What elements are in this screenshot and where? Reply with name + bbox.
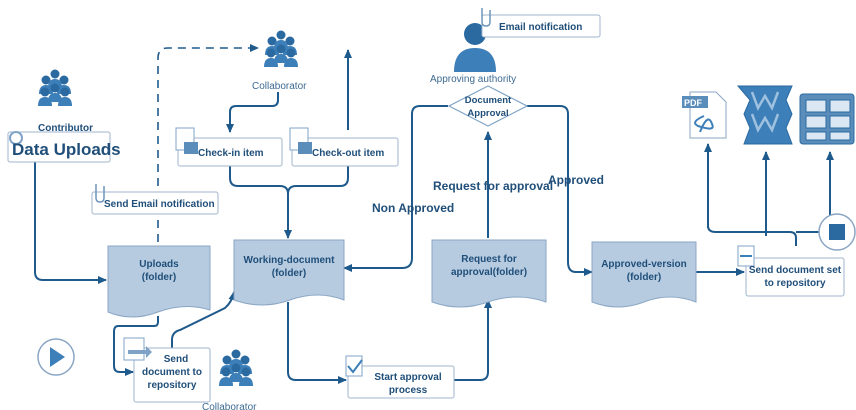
send-set-line2: to repository bbox=[764, 278, 826, 289]
email-notification-label: Email notification bbox=[499, 22, 582, 33]
approving-authority-label: Approving authority bbox=[430, 74, 516, 85]
arrow-start-to-request bbox=[454, 299, 492, 381]
stop-button[interactable] bbox=[818, 213, 856, 251]
send-repo-line3: repository bbox=[148, 380, 197, 391]
contributor-label: Contributor bbox=[38, 123, 93, 134]
edge-label-approved: Approved bbox=[548, 173, 604, 187]
refresh-icon bbox=[9, 131, 23, 145]
email-notification-box[interactable]: Email notification bbox=[481, 8, 601, 38]
arrow-checkin-to-working bbox=[229, 166, 289, 195]
uploads-label-line1: Uploads bbox=[139, 259, 179, 270]
send-email-label: Send Email notification bbox=[104, 199, 215, 210]
arrow-sendset-to-outputs bbox=[707, 225, 797, 246]
arrow-contributor-to-uploads bbox=[34, 162, 107, 284]
send-document-to-repository-box[interactable]: Send document to repository bbox=[123, 337, 211, 403]
word-icon bbox=[736, 85, 793, 145]
check-in-box[interactable]: Check-in item bbox=[175, 127, 283, 167]
arrow-collaborator-to-checkin bbox=[226, 92, 279, 133]
start-approval-process-box[interactable]: Start approval process bbox=[345, 355, 455, 399]
check-in-label: Check-in item bbox=[198, 148, 264, 159]
edge-label-non-approved: Non Approved bbox=[372, 201, 454, 215]
arrow-uploads-to-send bbox=[113, 316, 159, 376]
uploads-label-line2: (folder) bbox=[142, 272, 176, 283]
request-for-approval-folder[interactable]: Request for approval(folder) bbox=[431, 239, 547, 308]
contributor-people-icon bbox=[38, 70, 72, 107]
check-out-label: Check-out item bbox=[312, 148, 384, 159]
request-folder-line1: Request for bbox=[461, 254, 517, 265]
check-out-box[interactable]: Check-out item bbox=[289, 127, 399, 167]
stop-icon bbox=[829, 224, 845, 240]
send-repo-line2: document to bbox=[142, 367, 202, 378]
pdf-label: PDF bbox=[684, 98, 703, 108]
working-document-folder[interactable]: Working-document (folder) bbox=[233, 239, 345, 306]
play-button[interactable] bbox=[37, 338, 75, 376]
cabinet-icon bbox=[799, 93, 855, 145]
arrow-working-to-start bbox=[287, 302, 347, 384]
working-label-line2: (folder) bbox=[272, 268, 306, 279]
send-set-line1: Send document set bbox=[749, 265, 842, 276]
arrow-checkout-to-working bbox=[284, 166, 349, 239]
approved-version-folder[interactable]: Approved-version (folder) bbox=[591, 241, 697, 308]
request-folder-line2: approval(folder) bbox=[451, 267, 527, 278]
document-approval-decision[interactable]: Document Approval bbox=[447, 85, 529, 127]
arrow-send-to-working bbox=[171, 291, 237, 350]
uploads-folder[interactable]: Uploads (folder) bbox=[107, 245, 211, 318]
arrow-approved bbox=[527, 105, 593, 276]
attachment-icon bbox=[481, 8, 491, 27]
approving-authority-person-icon bbox=[454, 23, 496, 72]
approved-folder-line1: Approved-version bbox=[601, 259, 687, 270]
collaborator-bottom-label: Collaborator bbox=[202, 402, 257, 410]
data-uploads-box[interactable]: Data Uploads bbox=[7, 131, 121, 163]
document-icon bbox=[123, 337, 145, 361]
collaborator-top-label: Collaborator bbox=[252, 81, 307, 92]
doc-approval-line1: Document bbox=[465, 95, 512, 106]
start-approval-line1: Start approval bbox=[374, 372, 441, 383]
arrow-non-approved bbox=[343, 105, 448, 272]
doc-approval-line2: Approval bbox=[467, 108, 508, 119]
send-repo-line1: Send bbox=[164, 354, 188, 365]
working-label-line1: Working-document bbox=[244, 255, 336, 266]
attachment-icon bbox=[95, 184, 105, 203]
edge-label-request-for-approval: Request for approval bbox=[433, 179, 553, 193]
approved-folder-line2: (folder) bbox=[627, 272, 661, 283]
dashed-arrow-to-collaborator bbox=[157, 44, 259, 242]
start-approval-line2: process bbox=[389, 385, 428, 396]
data-uploads-label: Data Uploads bbox=[12, 140, 121, 159]
document-icon bbox=[345, 355, 363, 377]
send-document-set-box[interactable]: Send document set to repository bbox=[737, 245, 845, 297]
pdf-icon: PDF bbox=[682, 91, 727, 139]
collaborator-top-people-icon bbox=[264, 31, 298, 68]
play-icon bbox=[50, 347, 65, 367]
collaborator-bottom-people-icon bbox=[219, 350, 253, 387]
send-email-notification-box[interactable]: Send Email notification bbox=[91, 184, 219, 215]
